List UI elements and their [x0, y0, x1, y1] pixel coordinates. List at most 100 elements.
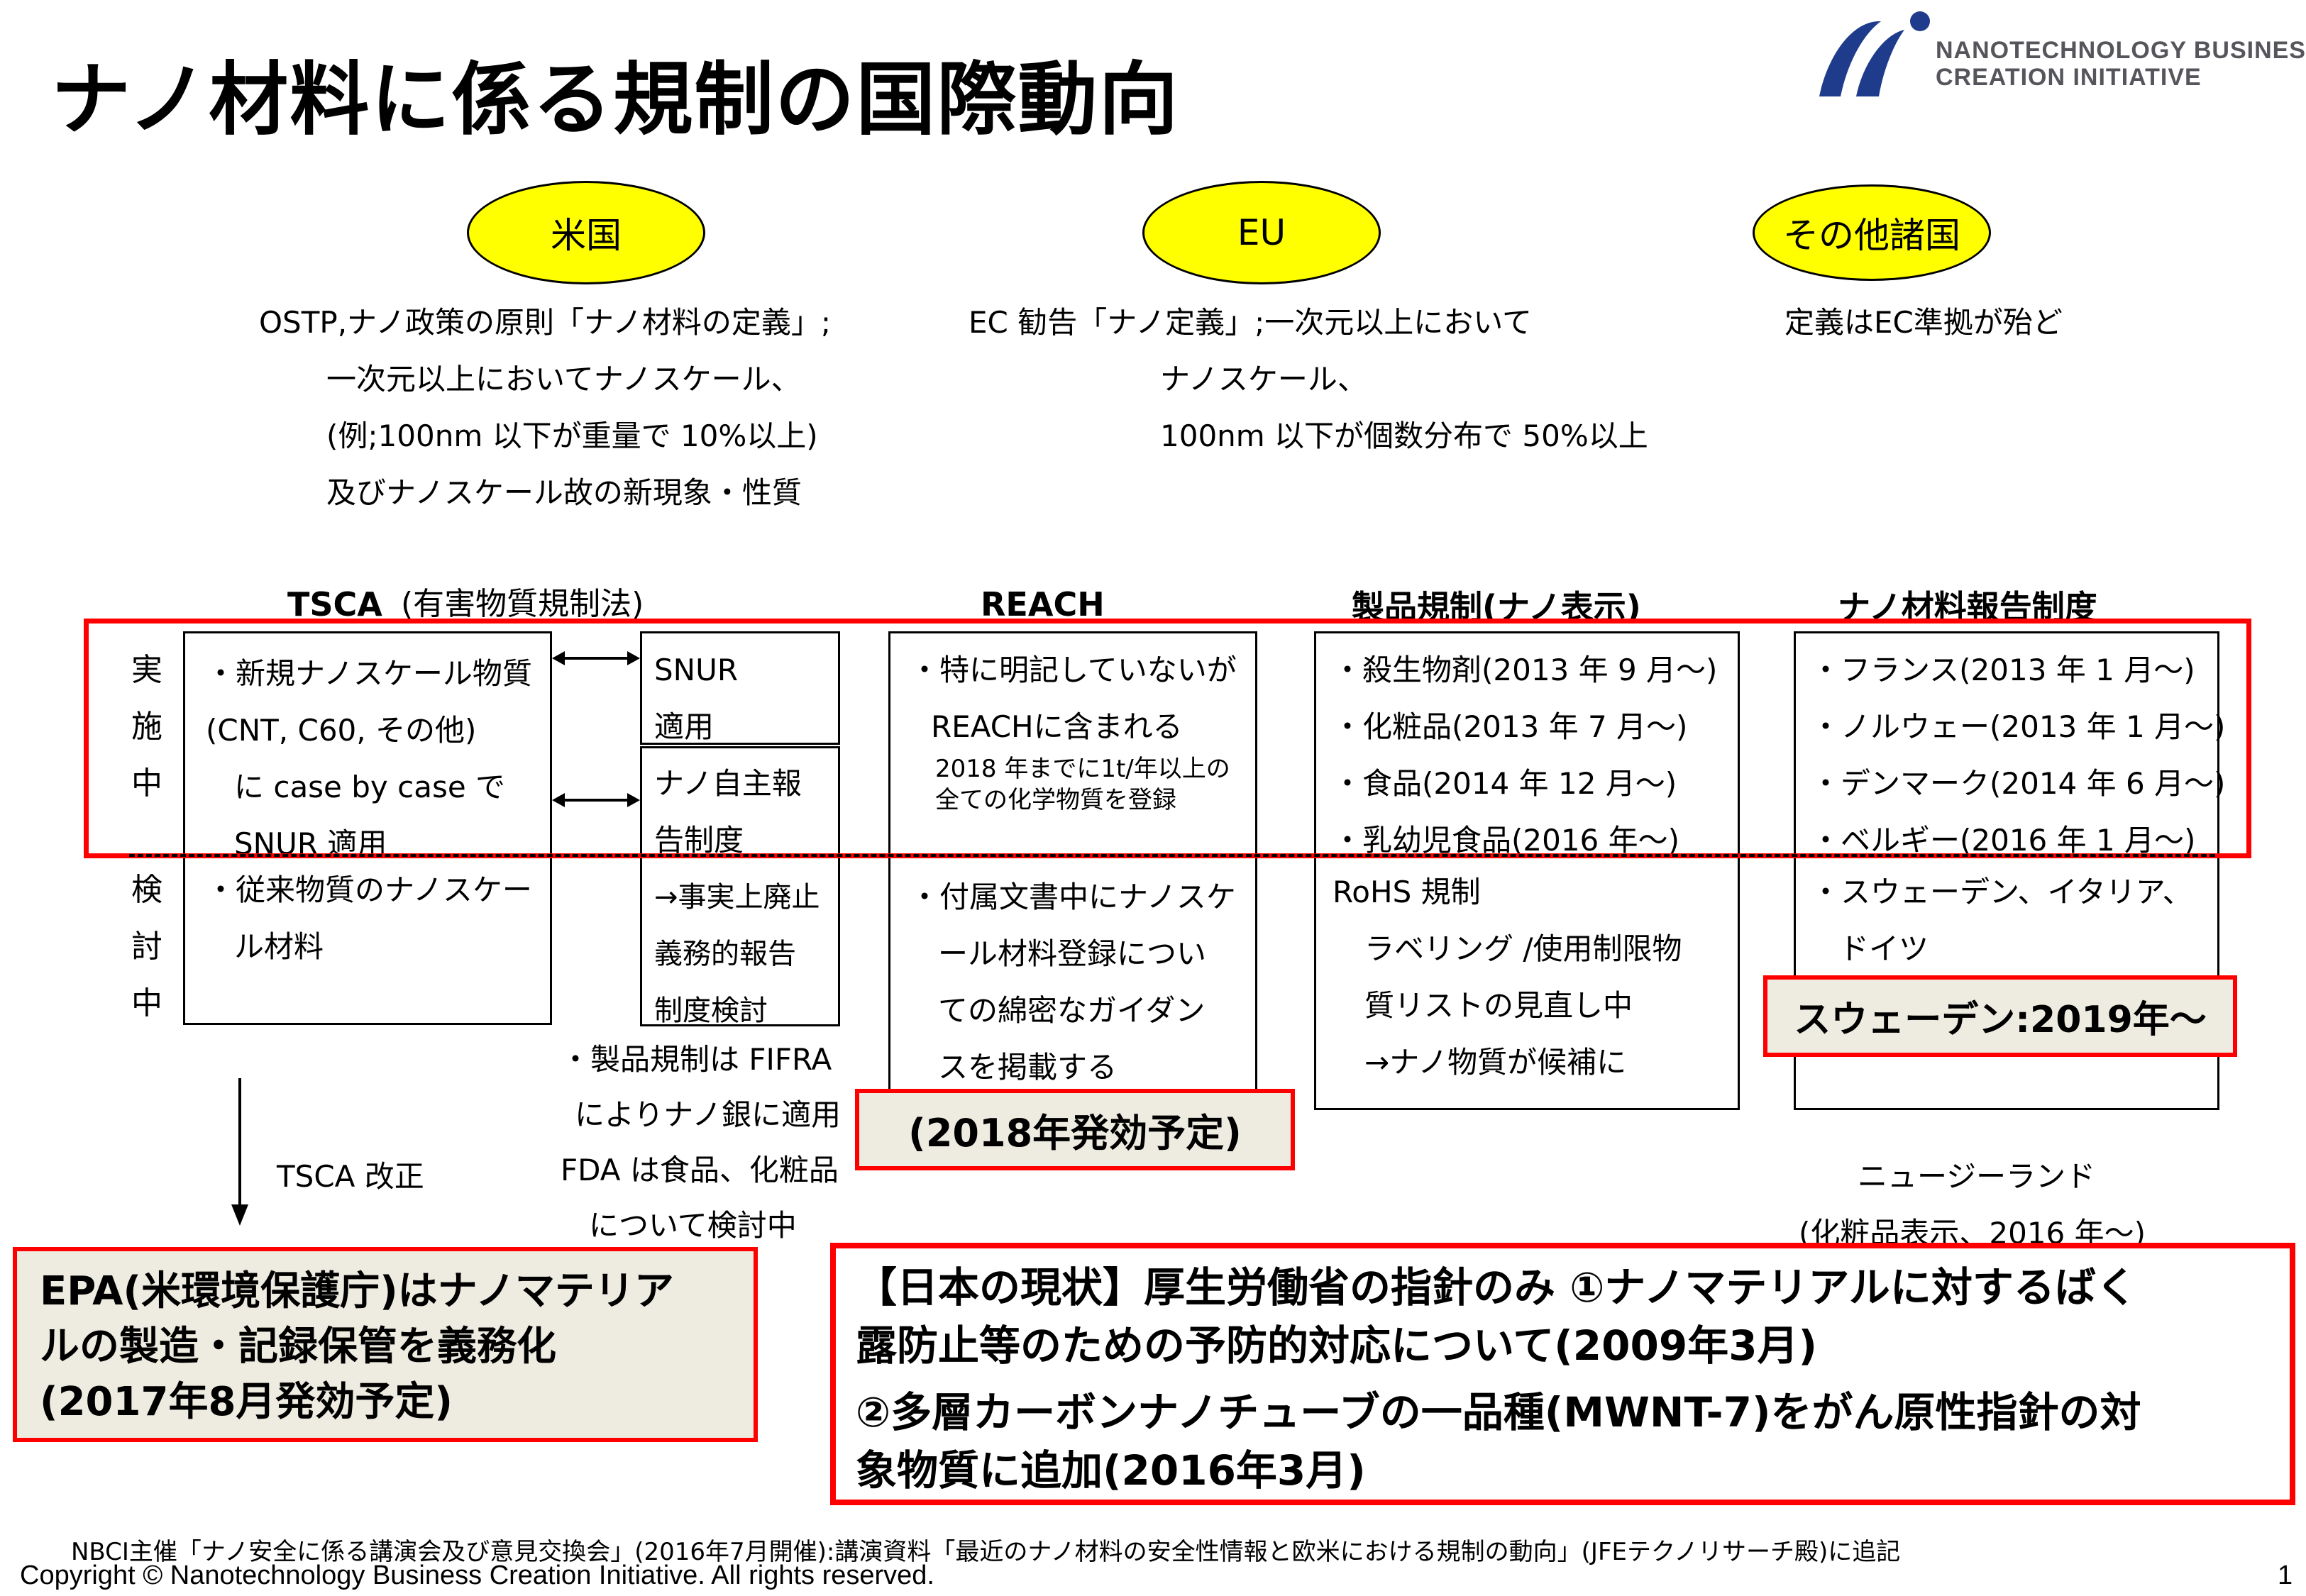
reach-review-line: ての綿密なガイダン — [938, 993, 1206, 1028]
status-review-char: 中 — [131, 985, 162, 1021]
tsca-review-line: ル材料 — [234, 929, 324, 964]
epa-line: ルの製造・記録保管を義務化 — [40, 1324, 556, 1370]
tsca-subheader: (有害物質規制法) — [401, 586, 644, 622]
japan-line: 【日本の現状】厚生労働省の指針のみ ①ナノマテリアルに対するばく — [856, 1263, 2137, 1312]
product-active-text: ・殺生物剤(2013 年 9 月～) ・化粧品(2013 年 7 月～) ・食品… — [1333, 642, 1717, 869]
fifra-text: ・製品規制は FIFRA によりナノ銀に適用 FDA は食品、化粧品 について検… — [561, 1032, 841, 1253]
status-active-char: 実 — [131, 652, 162, 688]
tsca-header: TSCA — [287, 585, 382, 624]
reach-active-text: ・特に明記していないが REACHに含まれる — [910, 642, 1237, 755]
region-other-label: その他諸国 — [1783, 215, 1960, 256]
report-review-text: ・スウェーデン、イタリア、 ドイツ — [1811, 864, 2192, 977]
epa-callout: EPA(米環境保護庁)はナノマテリア ルの製造・記録保管を義務化 (2017年8… — [13, 1247, 758, 1442]
report-active-line: ・デンマーク(2014 年 6 月～) — [1811, 766, 2226, 801]
product-active-line: ・化粧品(2013 年 7 月～) — [1333, 709, 1688, 744]
abolish-line: 義務的報告 — [654, 938, 796, 970]
sweden-callout: スウェーデン:2019年～ — [1763, 975, 2237, 1057]
report-active-line: ・フランス(2013 年 1 月～) — [1811, 653, 2195, 687]
us-def-2: 一次元以上においてナノスケール、 — [326, 362, 801, 397]
status-divider — [129, 854, 2215, 857]
japan-status-box: 【日本の現状】厚生労働省の指針のみ ①ナノマテリアルに対するばく 露防止等のため… — [830, 1243, 2295, 1505]
snur-line: 適用 — [654, 709, 715, 744]
status-review-label: 検 討 中 — [129, 862, 165, 1032]
snur-text: SNUR 適用 — [654, 642, 738, 755]
report-review-line: ・スウェーデン、イタリア、 — [1811, 875, 2192, 909]
page-title: ナノ材料に係る規制の国際動向 — [51, 54, 1180, 146]
status-review-char: 討 — [131, 929, 162, 965]
japan-line: 象物質に追加(2016年3月) — [856, 1446, 1366, 1495]
product-review-text: RoHS 規制 ラベリング /使用制限物 質リストの見直し中 →ナノ物質が候補に — [1333, 864, 1682, 1091]
epa-line: EPA(米環境保護庁)はナノマテリア — [40, 1268, 674, 1314]
double-arrow-icon — [552, 651, 640, 807]
tsca-review-text: ・従来物質のナノスケー ル材料 — [206, 862, 532, 975]
eu-def-2: ナノスケール、 — [1160, 362, 1367, 397]
status-active-char: 施 — [131, 709, 162, 745]
reach-callout: (2018年発効予定) — [855, 1089, 1295, 1170]
region-other-ellipse: その他諸国 — [1753, 184, 1991, 281]
fifra-line: について検討中 — [589, 1208, 797, 1243]
tsca-amend-label: TSCA 改正 — [277, 1159, 424, 1194]
logo-line2: CREATION INITIATIVE — [1936, 64, 2202, 91]
product-box — [1314, 631, 1740, 1110]
reach-note: 2018 年までに1t/年以上の 全ての化学物質を登録 — [935, 753, 1230, 816]
voluntary-box — [640, 746, 840, 1026]
report-review-line: ドイツ — [1839, 931, 1929, 966]
region-us-ellipse: 米国 — [467, 181, 705, 284]
reach-note-line: 全ての化学物質を登録 — [935, 786, 1176, 814]
down-arrow-icon — [231, 1078, 248, 1226]
report-active-line: ・ノルウェー(2013 年 1 月～) — [1811, 709, 2226, 744]
logo-text: NANOTECHNOLOGY BUSINESS CREATION INITIAT… — [1936, 37, 2306, 91]
status-active-label: 実 施 中 — [129, 642, 165, 812]
reach-review-line: スを掲載する — [938, 1050, 1118, 1085]
reach-review-line: ・付属文書中にナノスケ — [910, 880, 1236, 914]
fifra-line: FDA は食品、化粧品 — [561, 1153, 839, 1187]
epa-line: (2017年8月発効予定) — [40, 1379, 453, 1425]
product-active-line: ・乳幼児食品(2016 年～) — [1333, 823, 1680, 858]
voluntary-text: ナノ自主報 告制度 — [654, 755, 802, 869]
source-note: NBCI主催「ナノ安全に係る講演会及び意見交換会」(2016年7月開催):講演資… — [71, 1538, 1901, 1566]
tsca-active-line: (CNT, C60, その他) — [206, 713, 477, 748]
reach-active-line: REACHに含まれる — [931, 709, 1183, 744]
nbci-logo-icon — [1819, 11, 1930, 96]
product-active-line: ・殺生物剤(2013 年 9 月～) — [1333, 653, 1718, 687]
tsca-review-line: ・従来物質のナノスケー — [206, 872, 532, 907]
page-number: 1 — [2278, 1561, 2293, 1590]
report-active-text: ・フランス(2013 年 1 月～) ・ノルウェー(2013 年 1 月～) ・… — [1811, 642, 2225, 869]
region-us-label: 米国 — [551, 215, 622, 256]
region-eu-ellipse: EU — [1142, 181, 1381, 284]
product-review-line: 質リストの見直し中 — [1364, 988, 1633, 1023]
japan-line: 露防止等のための予防的対応について(2009年3月) — [856, 1321, 1818, 1370]
voluntary-line: ナノ自主報 — [654, 766, 802, 801]
product-active-line: ・食品(2014 年 12 月～) — [1333, 766, 1677, 801]
reach-active-line: ・特に明記していないが — [910, 653, 1237, 687]
abolish-text: →事実上廃止 義務的報告 制度検討 — [654, 869, 820, 1039]
tsca-active-line: ・新規ナノスケール物質 — [206, 656, 532, 691]
eu-def-1: EC 勧告「ナノ定義」;一次元以上において — [969, 305, 1533, 340]
voluntary-line: 告制度 — [654, 823, 744, 858]
status-review-char: 検 — [131, 872, 162, 908]
snur-box — [640, 631, 840, 745]
us-def-1: OSTP,ナノ政策の原則「ナノ材料の定義」; — [259, 305, 832, 340]
region-eu-label: EU — [1237, 212, 1286, 253]
product-review-line: →ナノ物質が候補に — [1364, 1045, 1627, 1080]
tsca-box — [183, 631, 552, 1025]
us-def-3: (例;100nm 以下が重量で 10%以上) — [326, 419, 818, 453]
product-review-line: RoHS 規制 — [1333, 875, 1481, 909]
nz-label: ニュージーランド — [1858, 1159, 2096, 1194]
reach-review-line: ール材料登録につい — [938, 936, 1207, 971]
snur-line: SNUR — [654, 653, 739, 687]
copyright: Copyright © Nanotechnology Business Crea… — [20, 1561, 934, 1590]
reach-header: REACH — [981, 585, 1105, 624]
abolish-line: 制度検討 — [654, 994, 768, 1027]
other-def-1: 定義はEC準拠が殆ど — [1784, 305, 2063, 340]
reach-review-text: ・付属文書中にナノスケ ール材料登録につい ての綿密なガイダン スを掲載する — [910, 869, 1236, 1096]
us-def-4: 及びナノスケール故の新現象・性質 — [326, 475, 802, 510]
status-active-char: 中 — [131, 765, 162, 802]
logo-line1: NANOTECHNOLOGY BUSINESS — [1936, 37, 2306, 64]
reach-box — [888, 631, 1257, 1103]
japan-line: ②多層カーボンナノチューブの一品種(MWNT-7)をがん原性指針の対 — [856, 1388, 2141, 1436]
product-review-line: ラベリング /使用制限物 — [1364, 931, 1682, 966]
report-active-line: ・ベルギー(2016 年 1 月～) — [1811, 823, 2196, 858]
abolish-line: →事実上廃止 — [654, 881, 820, 914]
fifra-line: によりナノ銀に適用 — [575, 1097, 842, 1132]
